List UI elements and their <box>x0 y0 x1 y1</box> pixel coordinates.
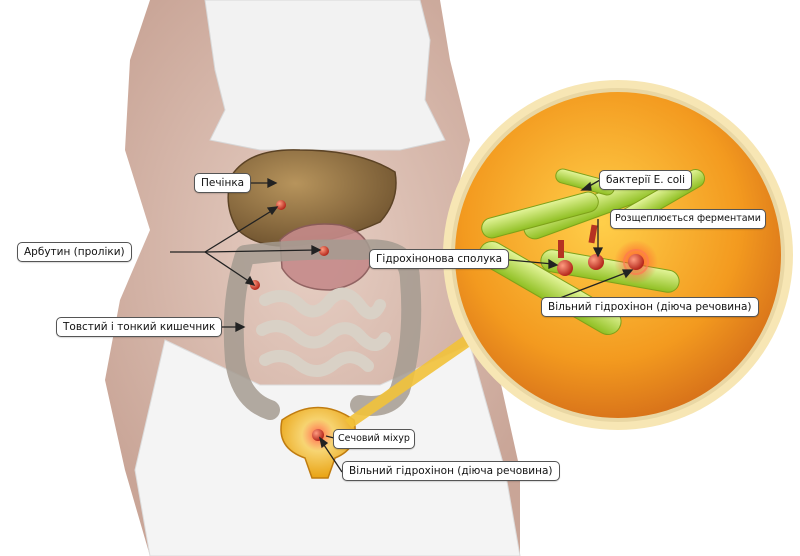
label-free-hydroquinone-bladder: Вільний гідрохінон (діюча речовина) <box>342 461 560 481</box>
small-intestine <box>256 287 391 377</box>
label-liver: Печінка <box>194 173 252 193</box>
arbutin-dot-liver <box>276 200 286 210</box>
label-intestine: Товстий і тонкий кишечник <box>56 317 223 337</box>
label-arbutin: Арбутин (проліки) <box>17 242 132 262</box>
sports-bra <box>204 0 446 151</box>
label-hydroquinone-compound: Гідрохінонова сполука <box>369 249 510 269</box>
label-bladder: Сечовий міхур <box>333 429 415 449</box>
label-ecoli: бактерії E. coli <box>599 170 693 190</box>
label-free-hydroquinone-inset: Вільний гідрохінон (діюча речовина) <box>541 297 759 317</box>
arbutin-dot-stomach <box>319 246 329 256</box>
label-enzymes: Розщеплюється ферментами <box>610 209 766 229</box>
bladder-organ <box>280 406 356 479</box>
inset-connector <box>345 335 472 428</box>
